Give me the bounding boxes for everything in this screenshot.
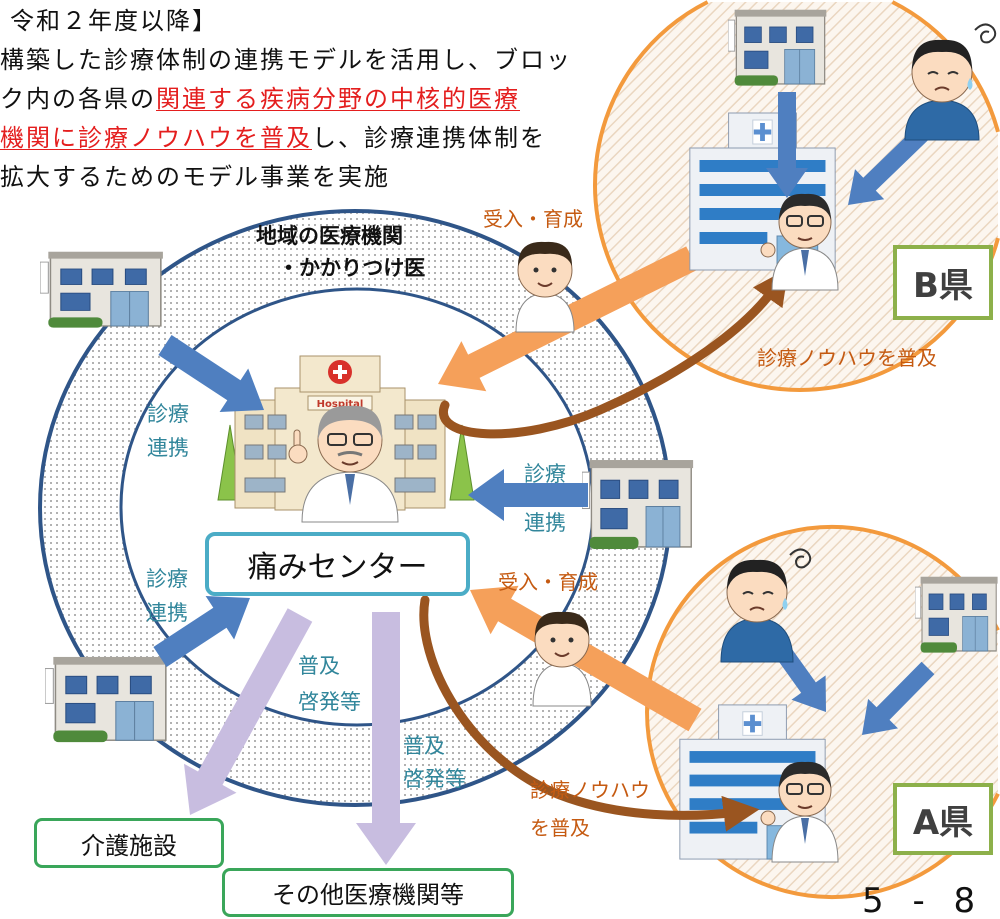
cooperation-arrow-b-clinic	[766, 92, 808, 198]
intro-highlight-1: 関連する疾病分野の中核的医療	[156, 85, 520, 113]
knowhow-label-a-line1: 診療ノウハウ	[530, 778, 650, 802]
intro-line-2: ク内の各県の関連する疾病分野の中核的医療	[0, 80, 572, 119]
cooperation-label-upper-left-2: 連携	[147, 436, 189, 460]
training-arrow-from-a	[470, 585, 702, 732]
knowhow-label-a-line2: を普及	[530, 816, 590, 840]
prefecture-a-circle-border	[645, 525, 1000, 899]
outreach-arrow-other-institutions	[356, 612, 416, 865]
trainee-doctor-icon	[532, 611, 592, 707]
tree-icon	[449, 424, 475, 501]
cooperation-label-lower-left-1: 診療	[146, 567, 188, 591]
page-number: 5 - 8	[862, 881, 976, 919]
care-facility-box: 介護施設	[34, 818, 224, 868]
clinic-icon	[40, 250, 164, 329]
trainee-doctor-icon	[515, 241, 575, 333]
doctor-icon	[760, 193, 839, 291]
regional-ring-label-1: 地域の医療機関	[256, 224, 403, 248]
hospital-sign-text: Hospital	[317, 399, 364, 410]
clinic-icon	[728, 9, 827, 87]
intro-highlight-2: 機関に診療ノウハウを普及	[0, 124, 312, 152]
cooperation-arrow-a-patient	[775, 646, 826, 712]
knowhow-arrow-to-b	[438, 268, 789, 439]
intro-line-4: 拡大するためのモデル事業を実施	[0, 163, 390, 191]
clinic-icon	[582, 459, 694, 550]
cooperation-arrow-right	[468, 469, 588, 521]
worried-patient-icon	[720, 559, 794, 663]
intro-line-3: 機関に診療ノウハウを普及し、診療連携体制を	[0, 119, 572, 158]
outreach-label-first-2: 啓発等	[298, 690, 361, 714]
intro-line-3-tail: し、診療連携体制を	[312, 124, 546, 152]
clinic-icon	[915, 576, 999, 654]
intro-line-2-lead: ク内の各県の	[0, 85, 156, 113]
doctor-icon	[760, 761, 839, 863]
other-institutions-label: その他医療機関等	[272, 881, 464, 909]
training-label-a: 受入・育成	[498, 570, 598, 594]
prefecture-a-box: A県	[893, 783, 993, 855]
other-institutions-box: その他医療機関等	[222, 868, 514, 917]
cooperation-arrow-a-clinic	[862, 661, 935, 735]
regional-ring-label-2: ・かかりつけ医	[278, 256, 426, 280]
center-doctor-icon	[288, 405, 399, 523]
intro-line-1: 構築した診療体制の連携モデルを活用し、ブロッ	[0, 46, 572, 74]
training-label-b: 受入・育成	[483, 207, 583, 231]
cooperation-label-upper-left-1: 診療	[147, 402, 189, 426]
cooperation-arrow-lower-left	[153, 596, 250, 667]
pain-center-label: 痛みセンター	[247, 550, 428, 585]
prefecture-b-label: B県	[913, 266, 973, 306]
prefecture-b-box: B県	[893, 245, 993, 320]
cooperation-arrow-upper-left	[158, 335, 264, 412]
outreach-label-second-2: 啓発等	[403, 767, 466, 791]
intro-heading: 令和２年度以降】	[10, 7, 218, 35]
clinic-icon	[45, 656, 169, 743]
cooperation-label-right-2: 連携	[524, 511, 566, 535]
knowhow-arrow-to-a	[419, 595, 760, 832]
outreach-arrow-care-facility	[184, 608, 313, 815]
worried-patient-icon	[904, 39, 980, 141]
pain-center-box: 痛みセンター	[205, 532, 470, 596]
outreach-label-second-1: 普及	[403, 734, 445, 758]
prefecture-a-label: A県	[912, 802, 974, 843]
outreach-label-first-1: 普及	[298, 654, 340, 678]
intro-text-block: 令和２年度以降】 構築した診療体制の連携モデルを活用し、ブロッ ク内の各県の関連…	[0, 2, 572, 197]
cooperation-label-right-1: 診療	[524, 462, 566, 486]
worry-swirl-icon	[789, 548, 812, 569]
worry-swirl-icon	[974, 23, 997, 44]
knowhow-label-b: 診療ノウハウを普及	[757, 346, 937, 370]
care-facility-label: 介護施設	[81, 831, 177, 860]
cooperation-label-lower-left-2: 連携	[146, 601, 188, 625]
